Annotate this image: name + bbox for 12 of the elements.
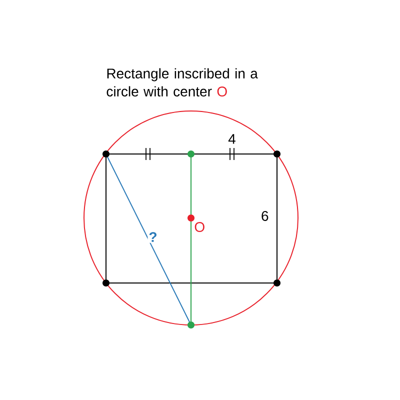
edge-label: 6 <box>260 210 270 222</box>
point-dot <box>188 214 194 222</box>
point-dot <box>274 150 280 158</box>
title: Rectangle inscribed in a circle with center O <box>106 68 258 96</box>
point-dot <box>188 322 194 328</box>
point-dot <box>188 150 194 158</box>
edge-label: ? <box>148 231 158 243</box>
point-dot <box>102 280 110 286</box>
edge-label: 4 <box>227 133 237 145</box>
point-label: O <box>194 222 204 232</box>
point-dot <box>274 280 280 286</box>
point-dot <box>102 150 110 158</box>
